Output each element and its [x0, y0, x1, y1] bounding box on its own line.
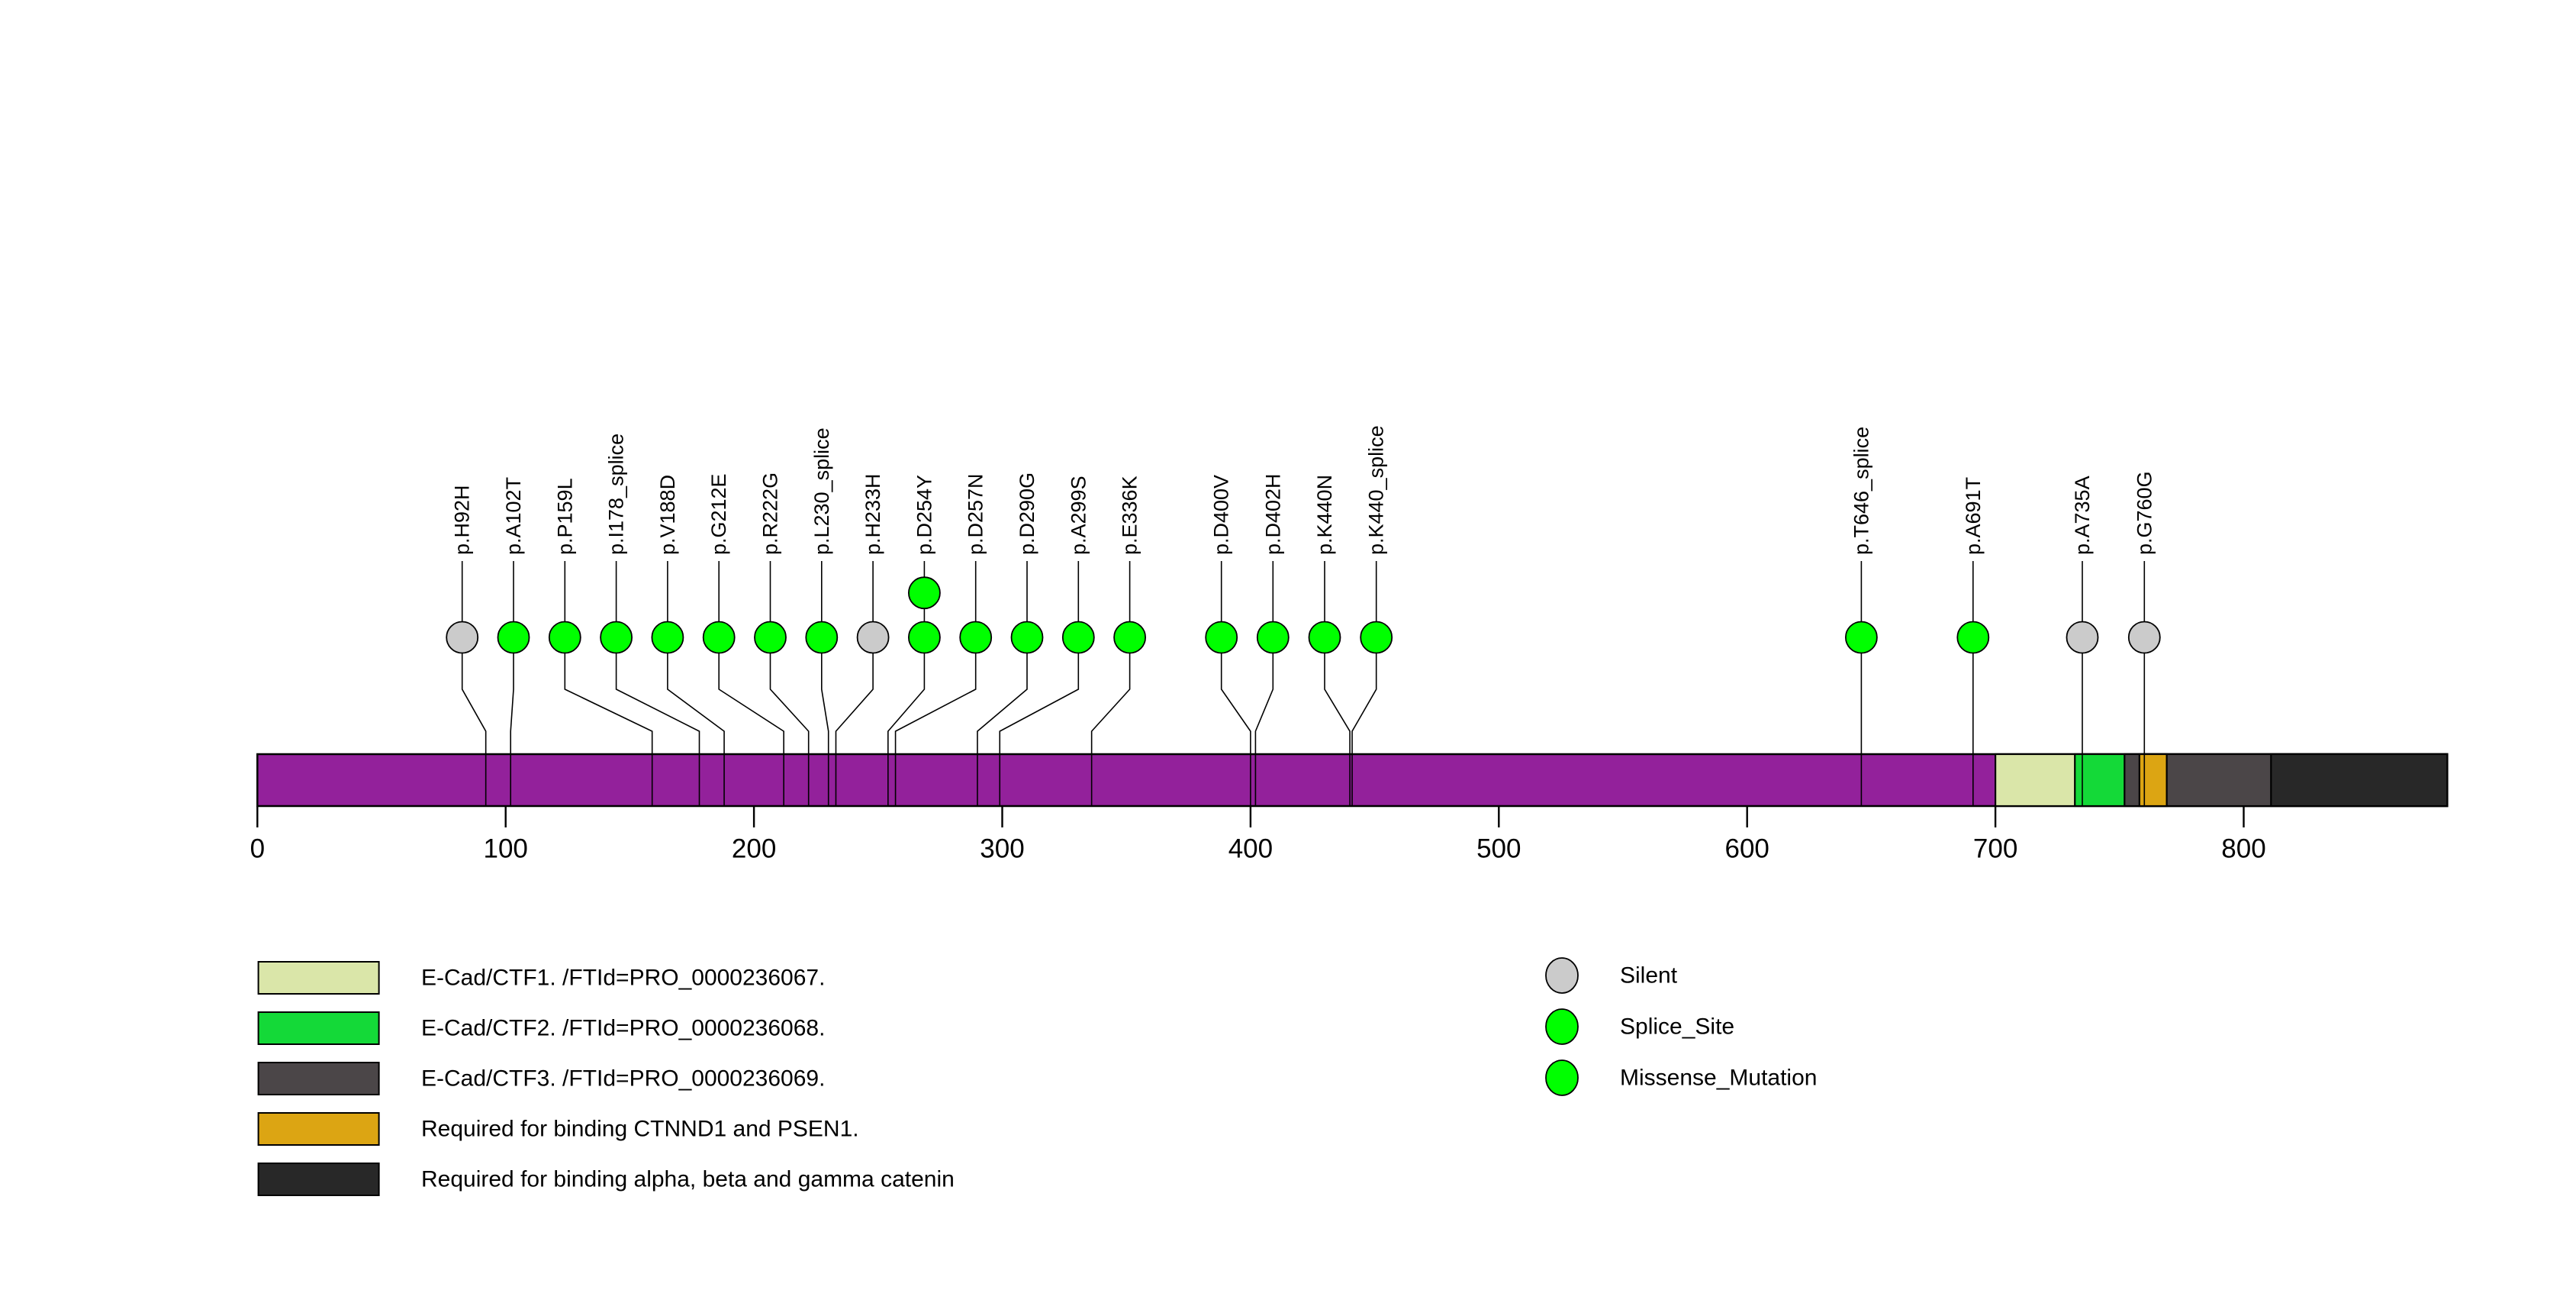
mutation-label: p.T646_splice [1850, 427, 1872, 555]
mutation-circle [1010, 621, 1044, 654]
mutation-circle [754, 621, 787, 654]
mutation-connector [667, 637, 725, 806]
axis-tick-label: 0 [250, 834, 265, 864]
legend-mutation-label: Silent [1620, 963, 1678, 988]
axis-tick-label: 800 [2221, 834, 2265, 864]
axis-tick-label: 500 [1476, 834, 1521, 864]
legend-domain-label: E-Cad/CTF2. /FTId=PRO_0000236068. [421, 1016, 825, 1041]
mutation-circle [548, 621, 581, 654]
mutation-circle [908, 576, 941, 610]
mutation-label: p.H233H [861, 473, 884, 555]
mutation-circle [1844, 621, 1878, 654]
mutation-connector [1351, 637, 1377, 806]
mutation-label: p.A735A [2071, 476, 2094, 555]
mutation-label: p.G760G [2133, 471, 2156, 555]
mutation-circle [1113, 621, 1146, 654]
axis-tick-label: 200 [732, 834, 776, 864]
mutation-circle [651, 621, 684, 654]
mutation-circle [2127, 621, 2161, 654]
axis-tick-label: 400 [1228, 834, 1273, 864]
mutation-connector [1324, 637, 1351, 806]
domain-rect [2138, 753, 2168, 808]
mutation-label: p.D257N [964, 473, 987, 555]
axis-tick-label: 600 [1724, 834, 1769, 864]
mutation-circle [1308, 621, 1341, 654]
legend-domain-swatch [257, 1163, 380, 1196]
axis-tick-label: 100 [483, 834, 527, 864]
legend-mutation-swatch [1545, 1008, 1579, 1045]
legend-domain-swatch [257, 1011, 380, 1045]
legend-mutation-swatch [1545, 1059, 1579, 1096]
legend-domain-swatch [257, 1062, 380, 1095]
mutation-connector [887, 637, 926, 806]
mutation-connector [977, 637, 1028, 806]
mutation-circle [959, 621, 993, 654]
mutation-connector [835, 637, 874, 806]
legend-mutation-label: Splice_Site [1620, 1014, 1734, 1040]
axis-tick-label: 300 [980, 834, 1024, 864]
mutation-label: p.L230_splice [810, 427, 833, 555]
legend-mutation-swatch [1545, 957, 1579, 994]
mutation-connector [894, 637, 977, 806]
mutation-circle [805, 621, 839, 654]
legend-domain-label: Required for binding alpha, beta and gam… [421, 1167, 955, 1192]
mutation-connector [1254, 637, 1274, 806]
mutation-label: p.A102T [502, 477, 525, 555]
legend-domain-label: E-Cad/CTF3. /FTId=PRO_0000236069. [421, 1066, 825, 1092]
mutation-circle [1205, 621, 1238, 654]
mutation-label: p.K440N [1313, 475, 1336, 555]
mutation-circle [446, 621, 479, 654]
mutation-label: p.D402H [1261, 473, 1284, 555]
mutation-connector [999, 637, 1080, 806]
mutation-connector [1090, 637, 1131, 806]
mutation-label: p.V188D [656, 475, 679, 555]
mutation-label: p.D400V [1210, 475, 1233, 555]
mutation-label: p.D254Y [913, 475, 935, 555]
legend-domain-label: Required for binding CTNND1 and PSEN1. [421, 1117, 859, 1142]
mutation-circle [1061, 621, 1095, 654]
mutation-circle [2066, 621, 2099, 654]
mutation-circle [856, 621, 890, 654]
mutation-connector [821, 637, 829, 806]
mutation-connector [564, 637, 653, 806]
mutation-label: p.A299S [1067, 476, 1090, 555]
mutation-label: p.K440_splice [1365, 425, 1388, 555]
mutation-connector [718, 637, 784, 806]
axis-tick-label: 700 [1973, 834, 2017, 864]
mutation-label: p.H92H [451, 485, 474, 555]
mutation-connector [769, 637, 810, 806]
mutation-label: p.I178_splice [605, 434, 628, 555]
mutation-circle [908, 621, 941, 654]
mutation-circle [1956, 621, 1990, 654]
mutation-connector [510, 637, 514, 806]
mutation-label: p.P159L [553, 478, 576, 555]
mutation-label: p.R222G [759, 472, 782, 555]
legend-domain-swatch [257, 1112, 380, 1146]
mutation-label: p.G212E [707, 473, 730, 555]
mutation-circle [600, 621, 633, 654]
mutation-circle [702, 621, 736, 654]
mutation-connector [1220, 637, 1251, 806]
domain-rect [2270, 753, 2449, 808]
mutation-connector [461, 637, 487, 806]
legend-mutation-label: Missense_Mutation [1620, 1066, 1817, 1091]
mutation-circle [1360, 621, 1393, 654]
mutation-circle [497, 621, 530, 654]
mutation-circle [1256, 621, 1290, 654]
mutation-connector [615, 637, 700, 806]
mutation-label: p.E336K [1119, 476, 1141, 555]
mutation-label: p.D290G [1016, 472, 1038, 555]
mutation-label: p.A691T [1962, 477, 1985, 555]
legend-domain-label: E-Cad/CTF1. /FTId=PRO_0000236067. [421, 966, 825, 991]
legend-domain-swatch [257, 961, 380, 995]
